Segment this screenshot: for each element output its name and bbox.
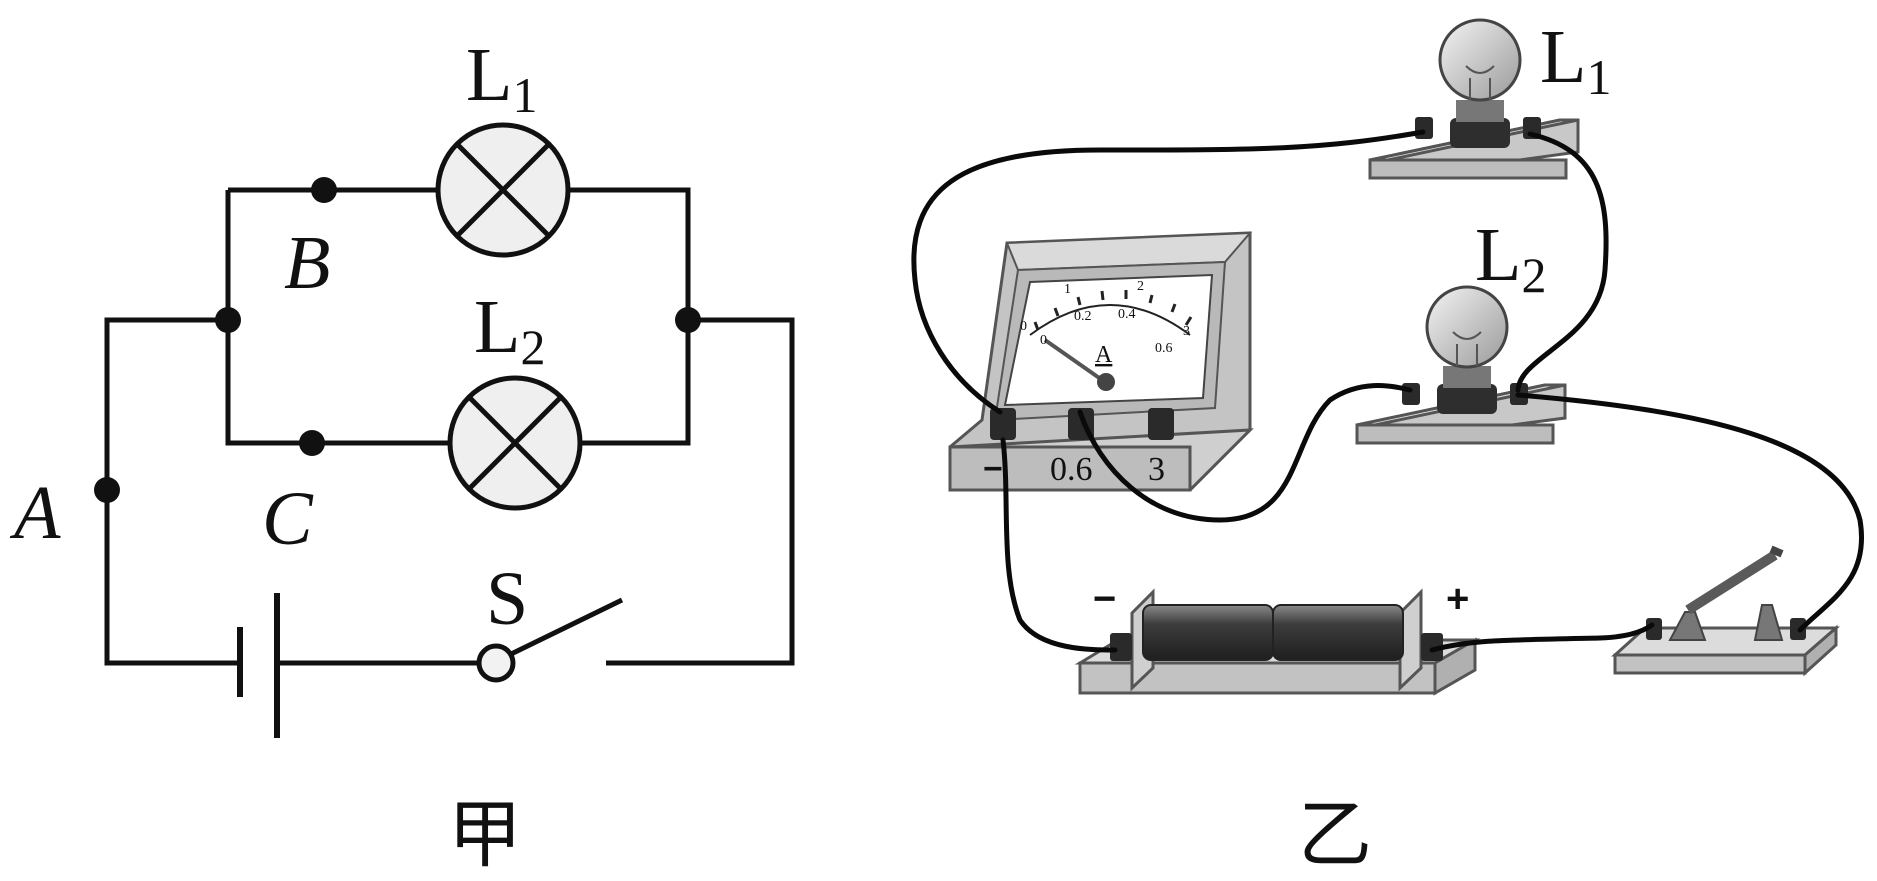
battery-cell-1 [1142,604,1274,661]
bulb-l2 [1425,285,1509,369]
ammeter-terminal-0-6: 0.6 [1050,451,1093,488]
lamp-symbol-l1 [435,122,571,258]
junction-left [215,307,241,333]
caption-yi: 乙 [1298,792,1372,878]
lamp-holder-l1 [1368,18,1580,180]
battery-cell-2 [1272,604,1404,661]
label-l2-jia: L2 [474,285,545,375]
label-l2-yi: L2 [1475,213,1546,303]
battery-holder: − + [1074,577,1481,696]
switch-pivot [476,643,516,683]
junction-right [675,307,701,333]
wire-ammeter-neg-to-l1 [911,129,1426,415]
ammeter-scale-arc [1029,304,1191,336]
label-l1-yi: L1 [1540,15,1611,105]
lamp-holder-l2 [1355,285,1567,445]
wire-ammeter-0-6-to-l2 [1077,383,1413,523]
ammeter-scale-top-3: 3 [1183,324,1190,339]
ammeter-scale-top-2: 2 [1137,279,1144,294]
lamp-symbol-l2 [447,375,583,511]
label-l1-jia: L1 [466,33,537,123]
label-switch-s: S [486,557,528,641]
ammeter-scale-top-1: 1 [1064,282,1071,297]
wire-ammeter-neg-to-battery [1000,437,1118,653]
battery-pos-sign: + [1446,577,1469,621]
label-point-b: B [284,221,330,305]
switch-lever [505,597,624,659]
point-c-dot [299,430,325,456]
wire-bottom-branch [225,190,691,446]
knife-switch-blade [1685,550,1778,615]
wire-l2-to-switch [1515,392,1864,633]
ammeter-scale-bottom-2: 0.4 [1118,307,1136,322]
ammeter-scale-bottom-0: 0 [1040,333,1047,348]
bulb-l1 [1438,18,1522,102]
physical-setup-yi: 0 1 2 3 0 0.2 0.4 0.6 A − 0.6 3 [911,15,1864,878]
ammeter-unit-symbol: A [1095,342,1113,368]
ammeter-terminal-neg: − [983,450,1003,488]
ammeter-scale-top-0: 0 [1020,319,1027,334]
ammeter-terminal-3: 3 [1148,451,1165,488]
point-b-dot [311,177,337,203]
circuit-diagram-jia [104,187,795,738]
connecting-wires [911,129,1864,653]
ammeter-scale-bottom-3: 0.6 [1155,341,1173,356]
ammeter-scale-bottom-1: 0.2 [1074,309,1092,324]
caption-jia: 甲 [448,792,522,878]
wire-battery-to-switch [1429,622,1655,653]
wire-l1-to-l2 [1515,131,1609,393]
ammeter: 0 1 2 3 0 0.2 0.4 0.6 A − 0.6 3 [948,231,1254,492]
label-point-a: A [9,471,61,555]
ammeter-needle [1043,338,1107,384]
battery-neg-sign: − [1093,577,1116,621]
label-point-c: C [262,477,314,561]
point-a-dot [94,477,120,503]
knife-switch [1611,545,1841,677]
